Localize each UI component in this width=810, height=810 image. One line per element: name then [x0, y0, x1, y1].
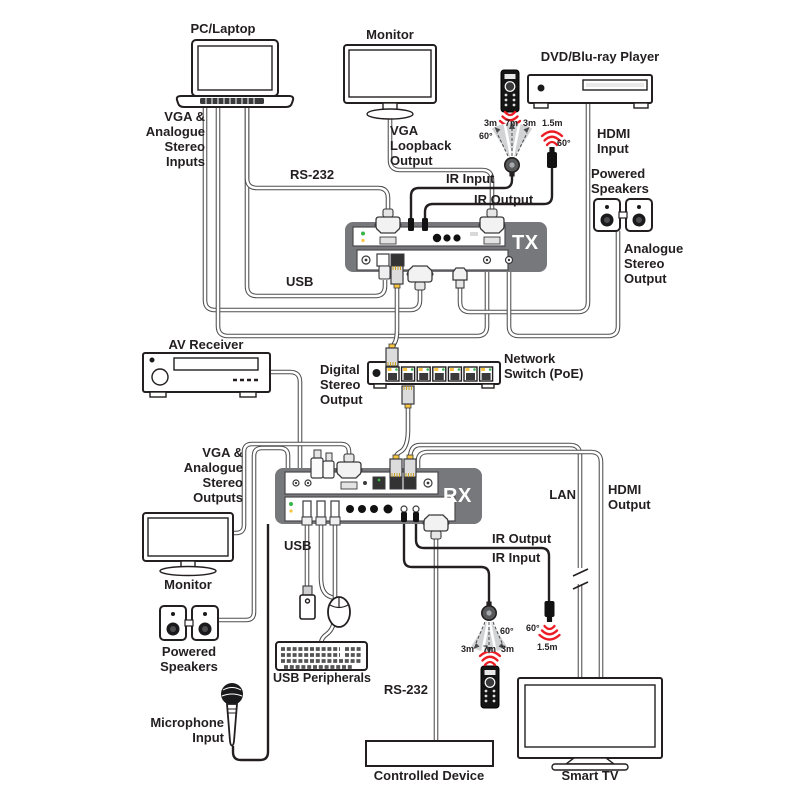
ir-receiver-top-icon [491, 122, 533, 178]
label-lan: LAN [549, 487, 576, 502]
range-bottom-left: 3m [461, 644, 475, 654]
ir-emitter-top-icon [540, 130, 564, 168]
range-top-right: 3m [523, 118, 537, 128]
av-receiver [142, 352, 271, 398]
remote-control-top-icon [500, 69, 520, 113]
range-bottom-emitter: 1.5m [537, 642, 558, 652]
dvd-player [527, 74, 653, 109]
angle-top-emitter: 60° [557, 138, 571, 148]
tx-unit-label: TX [512, 232, 539, 254]
label-monitor-bottom: Monitor [164, 577, 212, 592]
label-usb-bottom: USB [284, 538, 312, 553]
label-microphone-input: Microphone Input [150, 715, 224, 745]
label-ir-output-bottom: IR Output [492, 531, 552, 546]
range-top-center: 7m [505, 118, 519, 128]
monitor-top [343, 44, 437, 120]
smart-tv [517, 677, 663, 771]
keyboard-icon [275, 641, 368, 671]
rx-unit [275, 449, 482, 540]
label-rs232-top: RS-232 [290, 167, 335, 182]
label-ir-input-top: IR Input [446, 171, 495, 186]
range-top-left: 3m [484, 118, 498, 128]
label-controlled-device: Controlled Device [373, 768, 485, 783]
label-usb-top: USB [286, 274, 314, 289]
range-bottom-right: 3m [501, 644, 515, 654]
mouse-icon [327, 596, 351, 628]
label-rs232-bottom: RS-232 [383, 682, 428, 697]
angle-bottom-emitter: 60° [526, 623, 540, 633]
label-ir-input-bottom: IR Input [492, 550, 541, 565]
controlled-device [365, 740, 494, 767]
angle-top-receiver: 60° [479, 131, 493, 141]
rx-unit-label: RX [443, 485, 472, 507]
label-monitor-top: Monitor [366, 27, 414, 42]
ir-receiver-bottom-icon [471, 600, 507, 654]
label-digital-stereo-output: Digital Stereo Output [320, 362, 363, 407]
ir-mic-cables [231, 168, 554, 762]
monitor-bottom [142, 512, 234, 577]
lan-cable-break [572, 568, 589, 590]
label-analogue-stereo-output: Analogue Stereo Output [624, 241, 684, 286]
ir-emitter-bottom-icon [538, 601, 561, 641]
microphone-icon [221, 683, 243, 747]
remote-control-bottom-icon [480, 665, 500, 709]
label-network-switch: Network Switch (PoE) [504, 351, 584, 381]
label-hdmi-input: HDMI Input [597, 126, 631, 156]
label-vga-stereo-inputs: VGA & Analogue Stereo Inputs [145, 109, 205, 169]
label-vga-loopback-output: VGA Loopback Output [390, 123, 452, 168]
label-pc-laptop: PC/Laptop [190, 21, 256, 36]
label-hdmi-output: HDMI Output [608, 482, 651, 512]
usb-flash-drive-icon [299, 585, 316, 620]
range-top-emitter: 1.5m [542, 118, 563, 128]
angle-bottom-receiver: 60° [500, 626, 514, 636]
label-ir-output-top: IR Output [474, 192, 534, 207]
laptop [175, 39, 295, 108]
label-vga-stereo-outputs: VGA & Analogue Stereo Outputs [183, 445, 243, 505]
network-switch [367, 343, 501, 409]
cable-runs [205, 103, 618, 741]
label-powered-speakers-top: Powered Speakers [591, 166, 649, 196]
tx-unit [345, 208, 547, 291]
label-powered-speakers-bottom: Powered Speakers [160, 644, 218, 674]
label-av-receiver: AV Receiver [168, 337, 244, 352]
range-bottom-center: 7m [483, 644, 497, 654]
label-dvd-player: DVD/Blu-ray Player [540, 49, 660, 64]
speakers-bottom [159, 605, 219, 641]
label-usb-peripherals: USB Peripherals [273, 671, 371, 685]
speakers-top [593, 198, 653, 232]
label-smart-tv: Smart TV [561, 768, 619, 783]
